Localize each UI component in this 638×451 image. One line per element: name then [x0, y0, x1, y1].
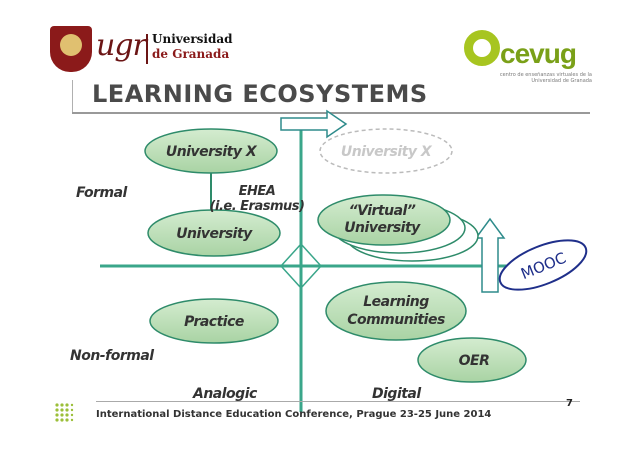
university-label: University — [176, 226, 253, 242]
ugr-logo: ugr Universidad de Granada — [50, 26, 233, 74]
ugr-name-line2: de Granada — [152, 47, 230, 61]
virtual-university-label-line1: “Virtual” — [349, 203, 416, 219]
right-arrow-icon — [280, 109, 348, 139]
conference-footer: International Distance Education Confere… — [96, 409, 492, 420]
cevug-logo: cevug centro de enseñanzas virtuales de … — [460, 28, 592, 84]
formal-label: Formal — [76, 185, 128, 201]
mooc-bubble — [498, 239, 588, 291]
oer-bubble — [417, 337, 527, 383]
cevug-circle-icon — [464, 30, 500, 66]
practice-bubble — [149, 298, 279, 344]
learning-communities-label-line1: Learning — [363, 294, 429, 310]
university-bubble — [147, 209, 281, 257]
origin-diamond — [279, 242, 323, 290]
learning-communities-label-line2: Communities — [347, 312, 445, 328]
university-x-ghost-bubble — [319, 128, 453, 174]
learning-communities-bubble — [325, 281, 467, 341]
title-vertical-rule — [72, 80, 73, 114]
university-x-ghost-label: University X — [341, 144, 433, 160]
page-number: 7 — [566, 398, 573, 409]
ugr-separator — [146, 34, 148, 64]
digital-label: Digital — [372, 386, 421, 402]
footer-rule — [96, 401, 580, 402]
analogic-label: Analogic — [192, 386, 258, 402]
oer-label: OER — [459, 353, 490, 369]
cevug-wordmark: cevug — [500, 38, 577, 69]
ugr-name: Universidad de Granada — [152, 32, 233, 62]
ehea-label-line2: (i.e. Erasmus) — [210, 199, 305, 214]
virtual-university-bubble — [317, 194, 451, 246]
ugr-mark: ugr — [96, 28, 147, 63]
virtual-university-label-line2: University — [344, 220, 421, 236]
cevug-tagline: centro de enseñanzas virtuales de la Uni… — [499, 72, 592, 84]
ugr-shield-icon — [50, 26, 92, 72]
university-x-label: University X — [166, 144, 258, 160]
ehea-label-line1: EHEA — [239, 184, 276, 199]
ugr-name-line1: Universidad — [152, 32, 233, 46]
practice-label: Practice — [184, 314, 244, 330]
page-title: LEARNING ECOSYSTEMS — [92, 80, 428, 108]
non-formal-label: Non-formal — [70, 348, 154, 364]
footer-dots-icon — [55, 403, 74, 422]
up-arrow-icon — [474, 217, 506, 293]
